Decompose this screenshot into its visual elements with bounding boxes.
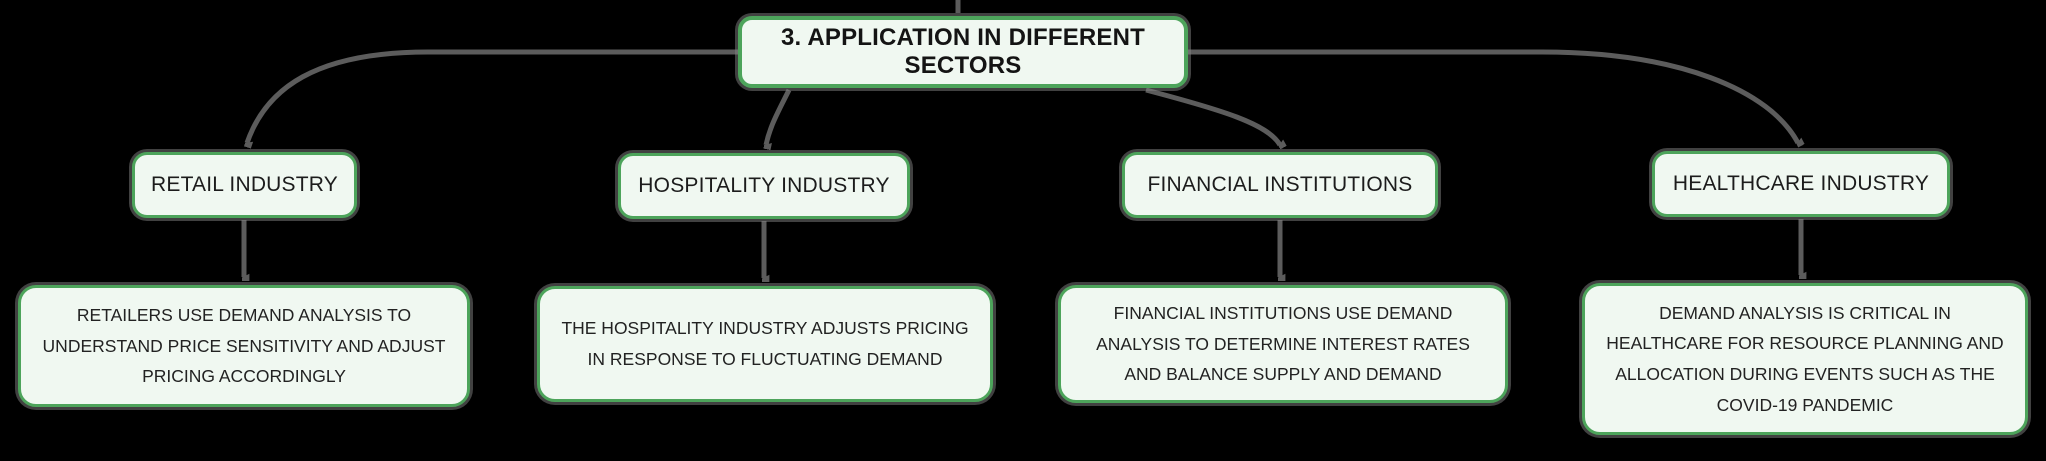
branch-description: THE HOSPITALITY INDUSTRY ADJUSTS PRICING… — [561, 318, 969, 369]
node-healthcare-description[interactable]: DEMAND ANALYSIS IS CRITICAL IN HEALTHCAR… — [1582, 283, 2028, 435]
root-title: 3. APPLICATION IN DIFFERENT SECTORS — [780, 24, 1146, 79]
node-hospitality-industry[interactable]: HOSPITALITY INDUSTRY — [618, 153, 910, 219]
branch-label: HEALTHCARE INDUSTRY — [1672, 172, 1930, 195]
connector-root-retail — [247, 49, 738, 143]
branch-description: DEMAND ANALYSIS IS CRITICAL IN HEALTHCAR… — [1606, 302, 2004, 415]
connector-root-financial — [1145, 87, 1280, 145]
node-financial-institutions[interactable]: FINANCIAL INSTITUTIONS — [1122, 152, 1438, 218]
node-healthcare-industry[interactable]: HEALTHCARE INDUSTRY — [1652, 151, 1950, 217]
node-financial-description[interactable]: FINANCIAL INSTITUTIONS USE DEMAND ANALYS… — [1058, 285, 1508, 403]
branch-label: HOSPITALITY INDUSTRY — [638, 174, 890, 197]
node-hospitality-description[interactable]: THE HOSPITALITY INDUSTRY ADJUSTS PRICING… — [537, 286, 993, 402]
connector-root-healthcare — [1188, 49, 1798, 143]
node-retail-industry[interactable]: RETAIL INDUSTRY — [132, 152, 357, 218]
branch-description: RETAILERS USE DEMAND ANALYSIS TO UNDERST… — [42, 305, 446, 387]
branch-label: RETAIL INDUSTRY — [151, 173, 338, 196]
branch-description: FINANCIAL INSTITUTIONS USE DEMAND ANALYS… — [1096, 303, 1470, 385]
branch-label: FINANCIAL INSTITUTIONS — [1147, 173, 1413, 196]
node-root[interactable]: 3. APPLICATION IN DIFFERENT SECTORS — [738, 16, 1188, 88]
connector-root-hospitality — [766, 88, 792, 145]
node-retail-description[interactable]: RETAILERS USE DEMAND ANALYSIS TO UNDERST… — [18, 285, 470, 407]
